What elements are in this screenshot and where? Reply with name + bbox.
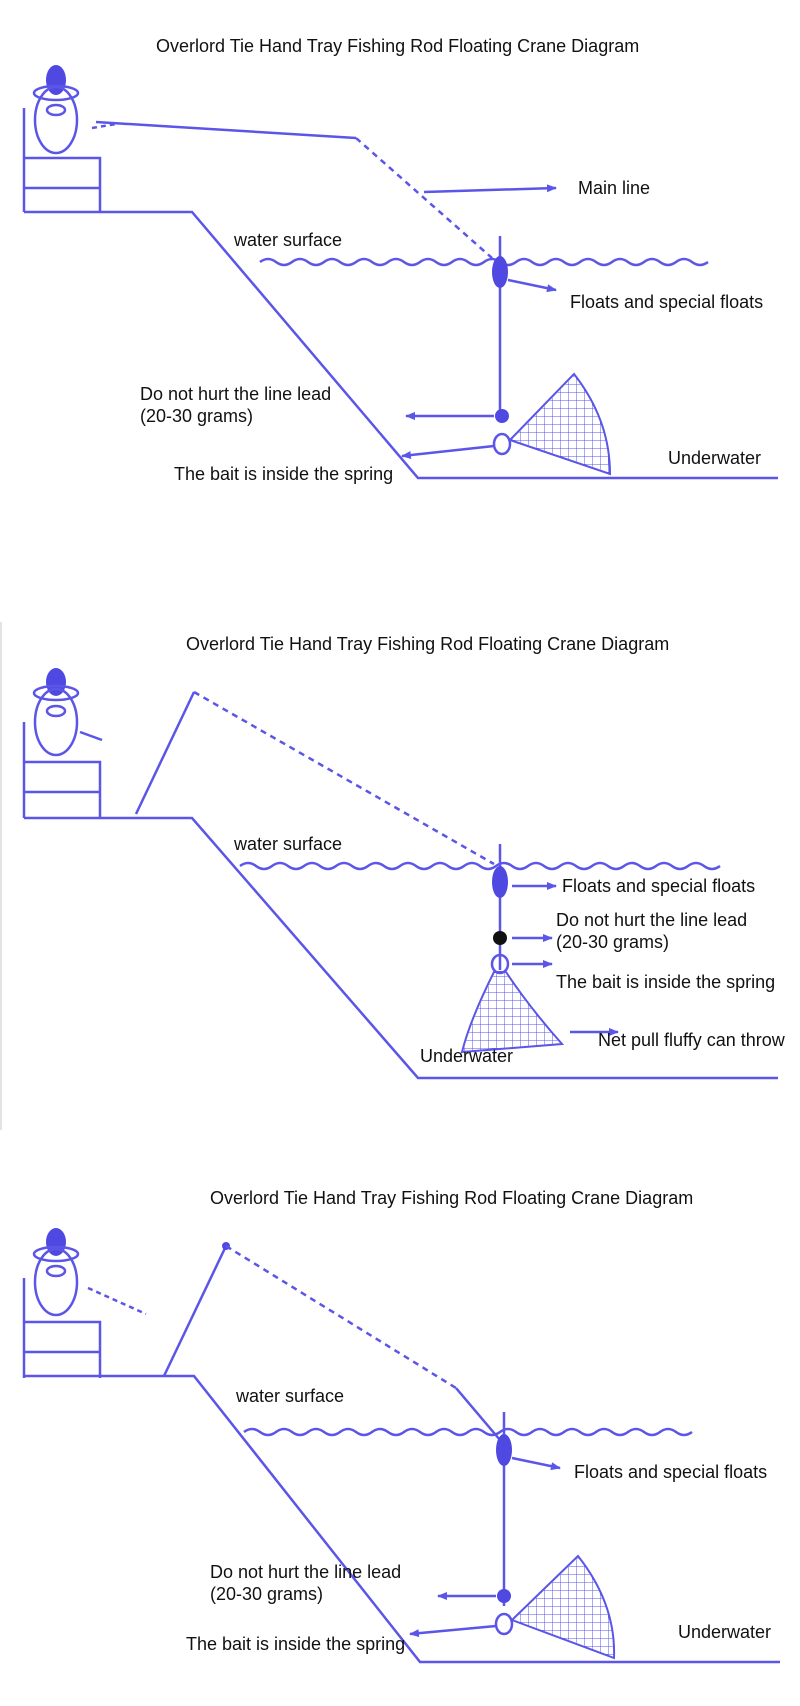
water-surface-line — [259, 257, 709, 267]
panel-1-drawing — [22, 65, 778, 480]
main-line — [225, 1244, 457, 1390]
fishing-rod — [162, 1245, 228, 1377]
lead-weight — [495, 409, 509, 423]
bank-slope — [24, 210, 778, 480]
lead-weight — [497, 1589, 511, 1603]
lead-weight — [493, 931, 507, 945]
bank-slope — [24, 816, 778, 1080]
label-floats: Floats and special floats — [562, 876, 756, 896]
label-lead-1: Do not hurt the line lead — [210, 1562, 402, 1582]
label-lead-1: Do not hurt the line lead — [140, 384, 332, 404]
label-underwater: Underwater — [678, 1622, 772, 1642]
label-water-surface: water surface — [236, 1386, 345, 1406]
panel-2-title: Overlord Tie Hand Tray Fishing Rod Float… — [186, 634, 670, 654]
float — [492, 866, 508, 898]
bait-spring — [494, 1612, 514, 1636]
panel-2-drawing — [22, 668, 778, 1080]
fishing-rod — [134, 691, 196, 815]
angler-figure — [22, 65, 117, 212]
water-surface-line — [239, 861, 721, 871]
panel-2-edge — [0, 622, 2, 1130]
label-underwater: Underwater — [668, 448, 762, 468]
label-floats: Floats and special floats — [570, 292, 764, 312]
label-bait: The bait is inside the spring — [556, 972, 776, 992]
label-lead-2: (20-30 grams) — [210, 1584, 324, 1604]
label-underwater: Underwater — [420, 1046, 514, 1066]
float — [496, 1434, 512, 1466]
panel-3-title: Overlord Tie Hand Tray Fishing Rod Float… — [210, 1188, 694, 1208]
net-fan — [510, 1554, 616, 1660]
label-water-surface: water surface — [234, 230, 343, 250]
label-bait: The bait is inside the spring — [186, 1634, 406, 1654]
panel-3-drawing — [22, 1228, 780, 1664]
bank-slope — [24, 1374, 780, 1664]
bait-spring — [492, 432, 512, 456]
label-lead-2: (20-30 grams) — [556, 932, 670, 952]
fishing-rod — [95, 120, 357, 140]
panel-1-title: Overlord Tie Hand Tray Fishing Rod Float… — [156, 36, 640, 56]
label-lead-2: (20-30 grams) — [140, 406, 254, 426]
float — [492, 256, 508, 288]
label-lead-1: Do not hurt the line lead — [556, 910, 748, 930]
label-bait: The bait is inside the spring — [174, 464, 394, 484]
diagram-panel-2: Overlord Tie Hand Tray Fishing Rod Float… — [0, 600, 800, 1140]
angler-figure — [22, 668, 103, 818]
main-line — [355, 137, 493, 259]
label-main-line: Main line — [578, 178, 651, 198]
water-surface-line — [243, 1427, 693, 1437]
angler-figure — [22, 1228, 147, 1378]
net-fan — [460, 971, 565, 1054]
diagram-panel-1: Overlord Tie Hand Tray Fishing Rod Float… — [0, 0, 800, 560]
label-net: Net pull fluffy can throw — [598, 1030, 785, 1050]
label-water-surface: water surface — [234, 834, 343, 854]
diagram-panel-3: Overlord Tie Hand Tray Fishing Rod Float… — [0, 1150, 800, 1706]
net-fan — [508, 372, 612, 476]
label-floats: Floats and special floats — [574, 1462, 768, 1482]
main-line — [193, 690, 495, 866]
